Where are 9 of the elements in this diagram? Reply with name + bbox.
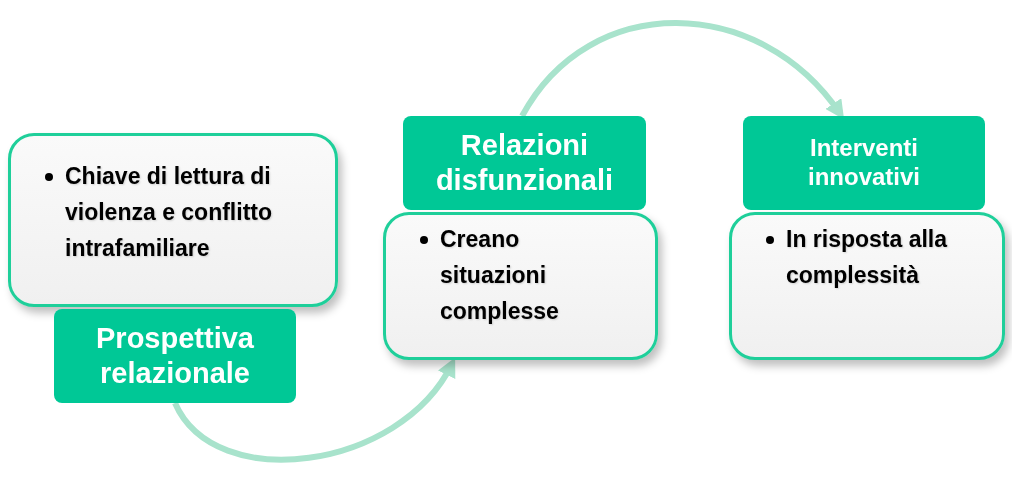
bullet-text: Chiave di lettura di violenza e conflitto intrafamiliare (65, 162, 274, 263)
bullet-text: Creano situazioni complesse (440, 225, 560, 326)
content-card (383, 212, 658, 360)
content-card (729, 212, 1005, 360)
title-box: Interventi innovativi (743, 116, 985, 210)
content-card (8, 133, 338, 307)
bullet-text: In risposta alla complessità (786, 225, 949, 290)
title-box: Relazioni disfunzionali (403, 116, 646, 210)
title-box: Prospettiva relazionale (54, 309, 296, 403)
